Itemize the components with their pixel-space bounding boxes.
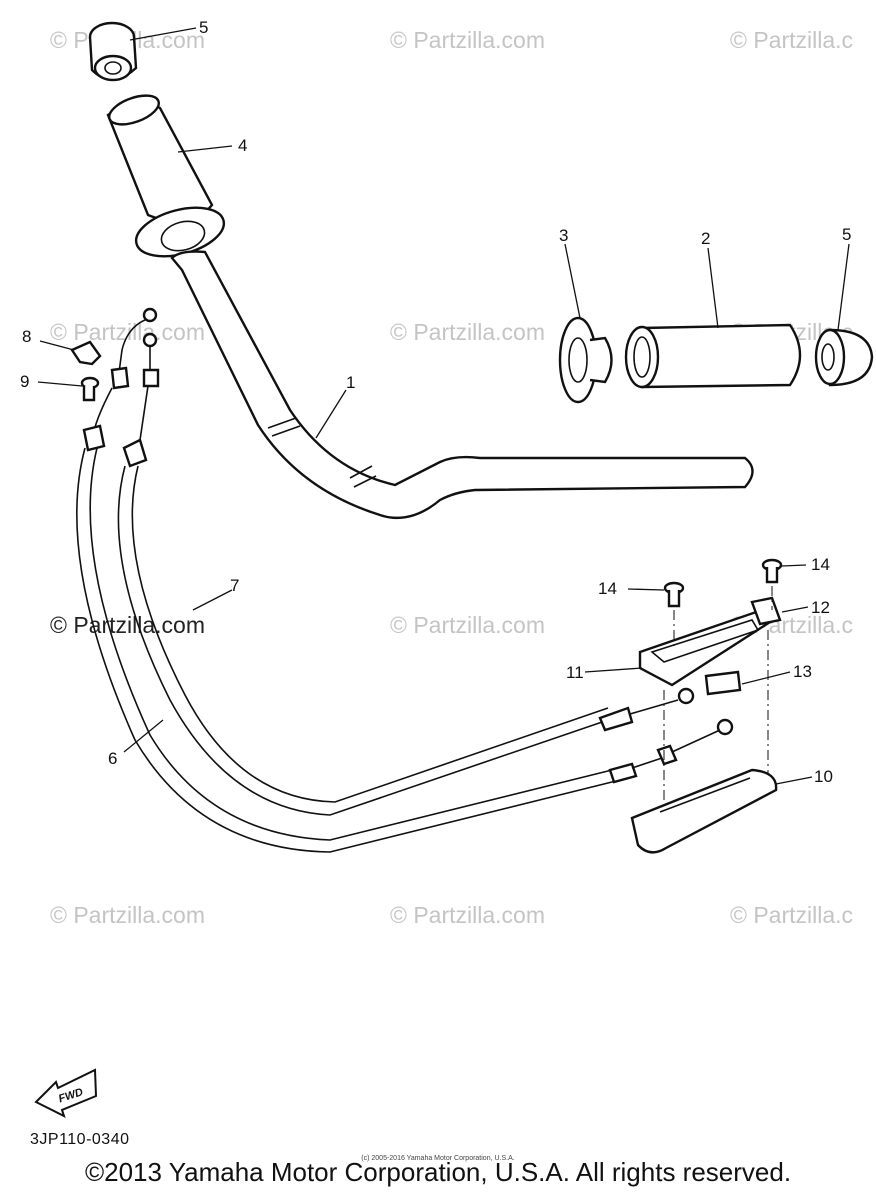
screw-14a (663, 581, 685, 608)
throttle-cable-7 (117, 332, 695, 816)
throttle-cable-6 (76, 307, 734, 853)
callout-6: 6 (108, 749, 117, 768)
assembly-guide-lines (663, 586, 773, 800)
callout-5-top: 5 (199, 18, 208, 37)
leader-lines (37, 27, 850, 785)
throttle-grip-4 (106, 94, 226, 258)
grip-2 (624, 323, 802, 389)
callout-11: 11 (566, 663, 584, 682)
throttle-housing-lower-10 (630, 768, 778, 854)
cover-12 (750, 596, 782, 626)
callout-3: 3 (559, 226, 568, 245)
callout-10: 10 (814, 767, 833, 786)
watermark: © Partzilla.c (730, 902, 854, 928)
guide-13 (704, 670, 742, 696)
screw-9 (80, 376, 100, 402)
callout-7: 7 (230, 576, 239, 595)
clamp-8 (70, 340, 102, 366)
callout-9: 9 (20, 372, 29, 391)
watermark: © Partzilla.com (50, 612, 205, 638)
callout-13: 13 (793, 662, 812, 681)
callout-14-right: 14 (811, 555, 830, 574)
handlebar-1 (170, 250, 754, 519)
callout-5-right: 5 (842, 225, 851, 244)
grip-collar-3 (558, 316, 613, 404)
handlebar-end-cap-5 (88, 21, 138, 82)
callout-14-left: 14 (598, 579, 617, 598)
callout-2: 2 (701, 229, 710, 248)
callout-12: 12 (811, 598, 830, 617)
watermark: © Partzilla.com (50, 319, 205, 345)
callout-1: 1 (346, 373, 355, 392)
watermark: © Partzilla.c (730, 27, 854, 53)
grip-end-cap-5 (814, 328, 874, 387)
diagram-code: 3JP110-0340 (30, 1131, 130, 1148)
callout-8: 8 (22, 327, 31, 346)
watermark: © Partzilla.com (50, 902, 205, 928)
callout-4: 4 (238, 136, 247, 155)
watermark: © Partzilla.com (390, 319, 545, 345)
throttle-housing-upper-11 (638, 608, 772, 687)
copyright-footer: ©2013 Yamaha Motor Corporation, U.S.A. A… (84, 1157, 792, 1187)
watermark: © Partzilla.com (390, 612, 545, 638)
screw-14b (761, 558, 783, 584)
watermark: © Partzilla.com (390, 27, 545, 53)
watermark: © Partzilla.com (390, 902, 545, 928)
fwd-arrow-icon: FWD (34, 1068, 98, 1118)
small-copyright: (c) 2005-2016 Yamaha Motor Corporation, … (361, 1155, 515, 1162)
